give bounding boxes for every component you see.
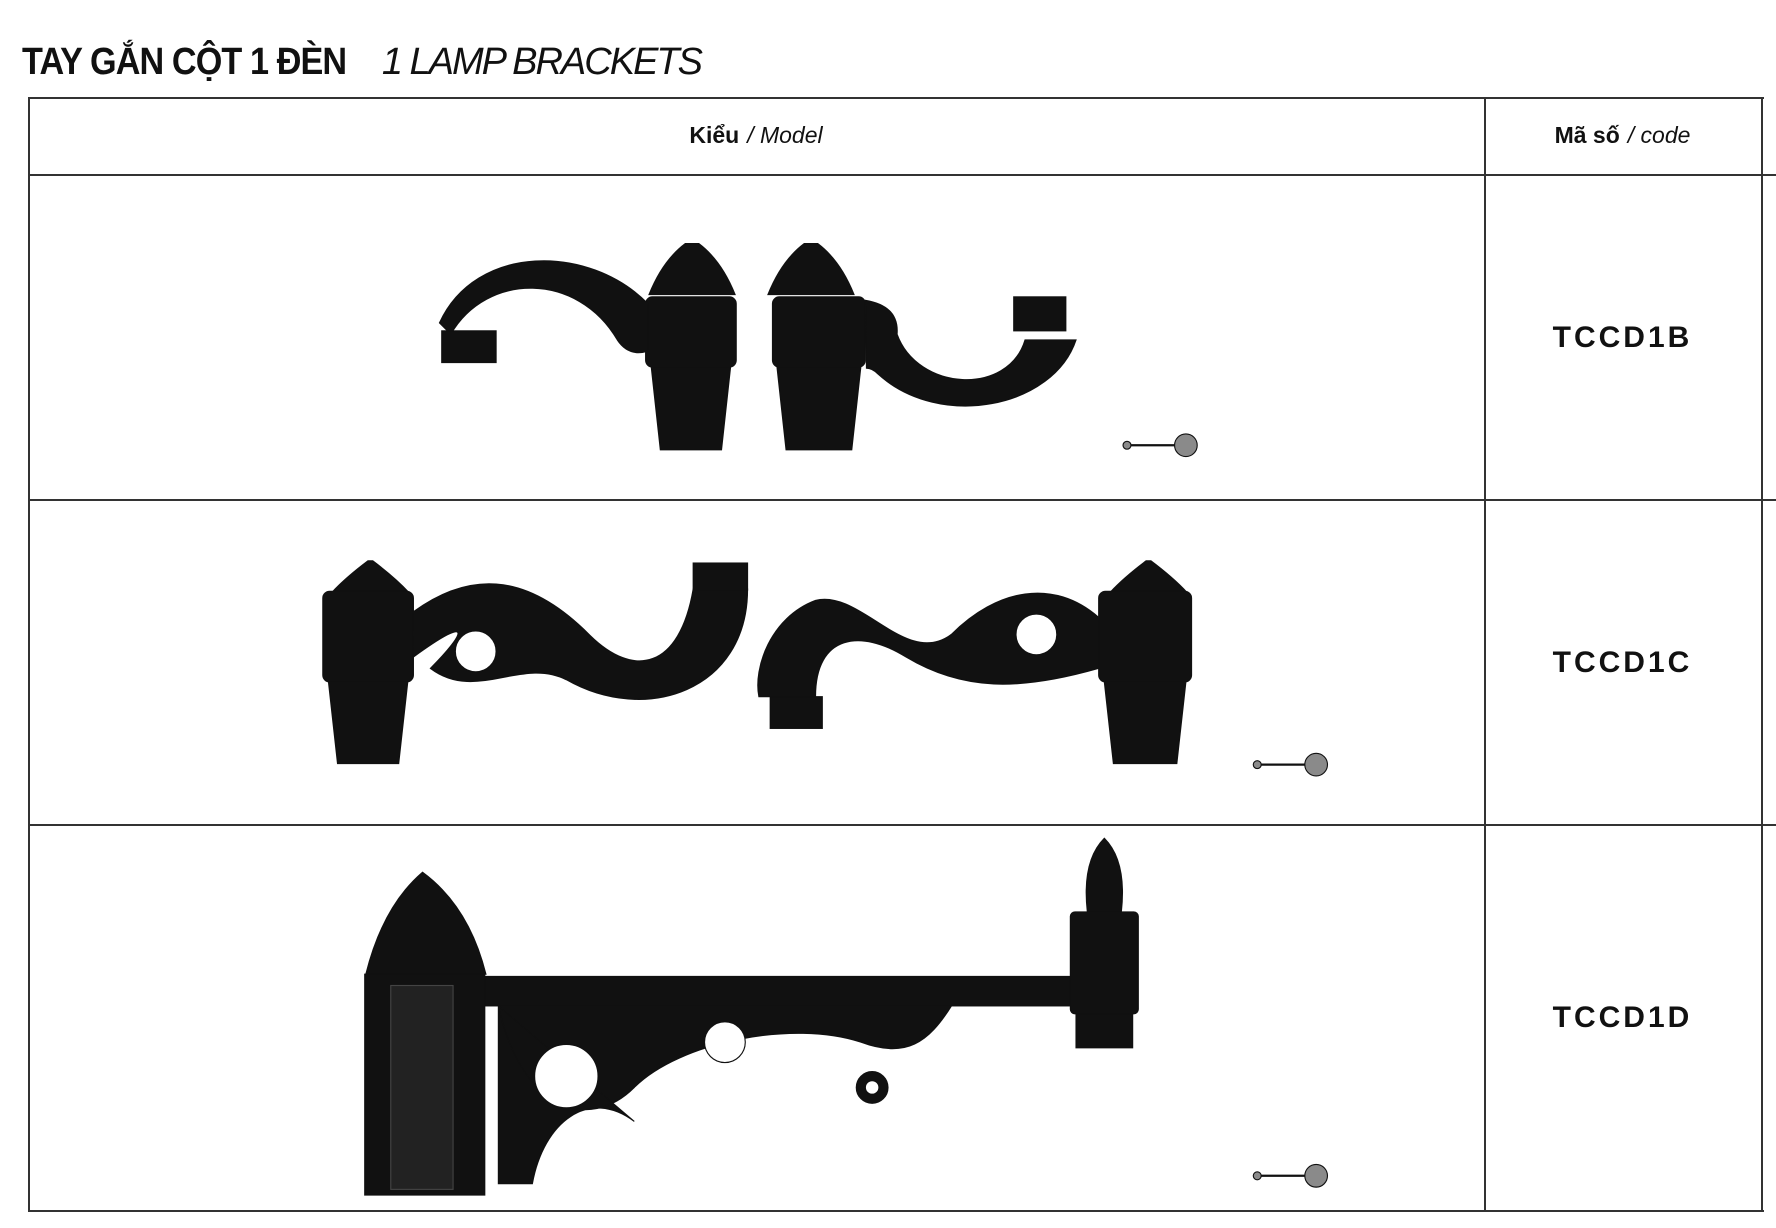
header-code: Mã số / code (1484, 97, 1761, 174)
table-border-left (28, 97, 30, 1212)
title-english: 1 LAMP BRACKETS (381, 41, 703, 83)
table-border-bottom (28, 1210, 1764, 1212)
header-model-en: / Model (747, 122, 823, 148)
header-model-vi: Kiểu (689, 122, 740, 148)
product-code: TCCD1C (1552, 645, 1693, 679)
page-title: TAY GẮN CỘT 1 ĐÈN 1 LAMP BRACKETS (22, 38, 703, 86)
title-vietnamese: TAY GẮN CỘT 1 ĐÈN (22, 41, 347, 83)
column-divider (1484, 97, 1486, 1212)
product-code: TCCD1D (1552, 1001, 1693, 1034)
header-code-vi: Mã số (1554, 122, 1620, 148)
row-divider (28, 499, 1776, 501)
table-border-top (28, 97, 1764, 99)
header-model: Kiểu / Model (28, 97, 1484, 174)
header-divider (28, 174, 1776, 176)
product-code: TCCD1B (1552, 320, 1693, 354)
table-border-right (1761, 97, 1763, 1212)
header-code-en: / code (1627, 122, 1691, 148)
row-divider (28, 824, 1776, 826)
product-table: Kiểu / Model Mã số / code TCCD1B TCCD1C TC… (28, 97, 1776, 1212)
